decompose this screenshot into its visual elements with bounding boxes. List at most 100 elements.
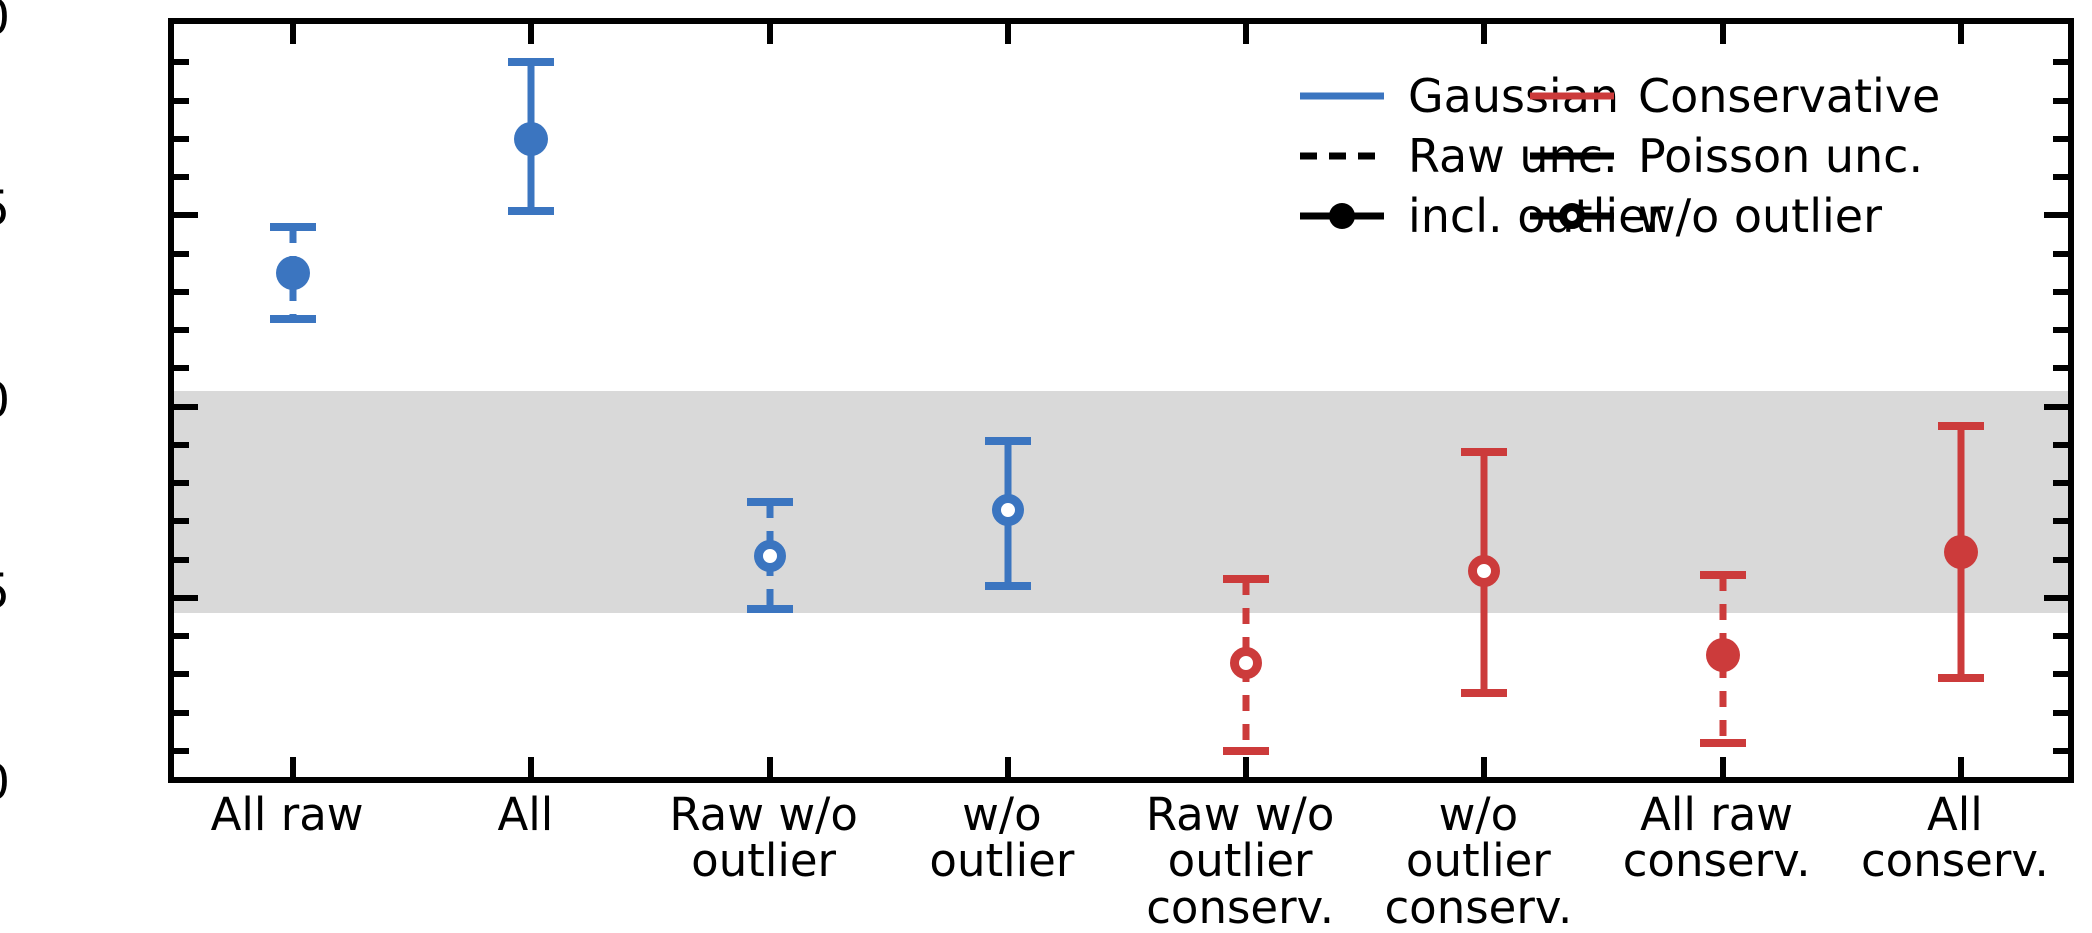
x-axis-tick bbox=[528, 757, 535, 777]
y-axis-major-tick bbox=[174, 403, 198, 410]
error-bar-cap-lower bbox=[1223, 746, 1270, 755]
x-axis-tick-label: All raw bbox=[210, 788, 364, 841]
x-axis-tick-label-line: Raw w/o bbox=[1145, 788, 1335, 841]
legend-solid-line bbox=[1530, 92, 1614, 100]
x-axis-tick bbox=[290, 757, 297, 777]
y-axis-minor-tick bbox=[174, 174, 189, 180]
x-axis-tick bbox=[1719, 757, 1726, 777]
y-axis-minor-tick bbox=[2053, 288, 2068, 295]
legend-marker-filled bbox=[1329, 203, 1355, 229]
legend-label: Conservative bbox=[1638, 69, 1941, 123]
x-axis-tick bbox=[766, 24, 773, 44]
y-axis-minor-tick bbox=[174, 135, 189, 142]
legend-key bbox=[1294, 199, 1390, 233]
marker-filled bbox=[276, 255, 311, 290]
y-axis-minor-tick bbox=[2053, 556, 2068, 563]
marker-open bbox=[1230, 646, 1263, 679]
marker-filled bbox=[1943, 534, 1978, 569]
legend-item: Poisson unc. bbox=[1524, 128, 2092, 184]
y-axis-major-tick bbox=[2044, 212, 2068, 219]
y-axis-minor-tick bbox=[2053, 97, 2068, 104]
y-axis-tick-label: 2.0 bbox=[0, 755, 10, 811]
x-axis-tick bbox=[1957, 24, 1964, 44]
y-axis-minor-tick bbox=[174, 59, 189, 66]
x-axis-tick bbox=[1481, 757, 1488, 777]
legend-label: w/o outlier bbox=[1638, 189, 1882, 243]
y-axis-minor-tick bbox=[174, 709, 189, 716]
x-axis-tick-label-line: Raw w/o bbox=[669, 788, 858, 841]
legend-item: Conservative bbox=[1524, 68, 2092, 124]
x-axis-tick-label-line: outlier bbox=[929, 834, 1075, 888]
error-bar-cap-upper bbox=[508, 58, 555, 67]
data-point bbox=[1186, 24, 1306, 789]
y-axis-major-tick bbox=[174, 594, 198, 601]
marker-filled bbox=[1705, 638, 1740, 673]
y-axis-minor-tick bbox=[2053, 327, 2068, 333]
y-axis-minor-tick bbox=[174, 97, 189, 104]
legend-key bbox=[1524, 139, 1620, 173]
y-axis-major-tick bbox=[2044, 403, 2068, 410]
error-bar-cap-lower bbox=[508, 207, 555, 216]
y-axis-minor-tick bbox=[174, 365, 189, 372]
x-axis-tick-label-line: conserv. bbox=[1146, 880, 1335, 933]
legend-solid-line bbox=[1530, 152, 1614, 160]
y-axis-minor-tick bbox=[174, 633, 189, 639]
data-point bbox=[233, 24, 353, 789]
legend-marker-open bbox=[1559, 203, 1585, 229]
y-axis-minor-tick bbox=[2053, 365, 2068, 372]
x-axis-tick-label-line: outlier bbox=[691, 834, 837, 888]
x-axis-tick bbox=[1719, 24, 1726, 44]
x-axis-tick-label-line: w/o bbox=[962, 788, 1042, 841]
data-point bbox=[710, 24, 830, 789]
x-axis-tick-label-line: w/o bbox=[1438, 788, 1519, 841]
y-axis-major-tick bbox=[174, 212, 198, 219]
legend-key bbox=[1524, 79, 1620, 113]
x-axis-tick-label-line: All raw bbox=[1640, 788, 1794, 841]
error-bar-cap-upper bbox=[1223, 574, 1270, 583]
y-axis-tick-label: 3.0 bbox=[0, 373, 10, 429]
y-axis-minor-tick bbox=[2053, 59, 2068, 66]
x-axis-tick bbox=[766, 757, 773, 777]
y-axis-minor-tick bbox=[2053, 633, 2068, 639]
y-axis-minor-tick bbox=[2053, 441, 2068, 448]
y-axis-minor-tick bbox=[2053, 174, 2068, 180]
y-axis-minor-tick bbox=[174, 441, 189, 448]
data-point bbox=[1663, 24, 1783, 789]
x-axis-tick-label-line: All raw bbox=[210, 788, 364, 841]
data-point bbox=[471, 24, 591, 789]
error-bar-cap-lower bbox=[746, 605, 793, 614]
data-point bbox=[948, 24, 1068, 789]
x-axis-tick bbox=[1004, 24, 1011, 44]
x-axis-tick-label-line: outlier bbox=[1167, 834, 1313, 888]
y-axis-minor-tick bbox=[174, 556, 189, 563]
y-axis-minor-tick bbox=[2053, 135, 2068, 142]
x-axis-tick bbox=[1243, 24, 1250, 44]
y-axis-major-tick bbox=[2044, 594, 2068, 601]
x-axis-tick bbox=[1481, 24, 1488, 44]
x-axis-tick bbox=[290, 24, 297, 44]
error-bar-cap-lower bbox=[270, 314, 317, 323]
legend-key bbox=[1524, 199, 1620, 233]
error-bar-cap-upper bbox=[1461, 448, 1508, 457]
y-axis-minor-tick bbox=[2053, 671, 2068, 678]
y-axis-tick-label: 3.5 bbox=[0, 181, 10, 237]
x-axis-tick bbox=[1957, 757, 1964, 777]
y-axis-minor-tick bbox=[2053, 518, 2068, 525]
marker-open bbox=[753, 539, 786, 572]
error-bar-cap-upper bbox=[1699, 570, 1746, 579]
x-axis-tick bbox=[1243, 757, 1250, 777]
legend-item: w/o outlier bbox=[1524, 188, 2092, 244]
y-axis-tick-label: 4.0 bbox=[0, 0, 10, 46]
error-bar-cap-upper bbox=[270, 222, 317, 231]
y-axis-minor-tick bbox=[174, 671, 189, 678]
